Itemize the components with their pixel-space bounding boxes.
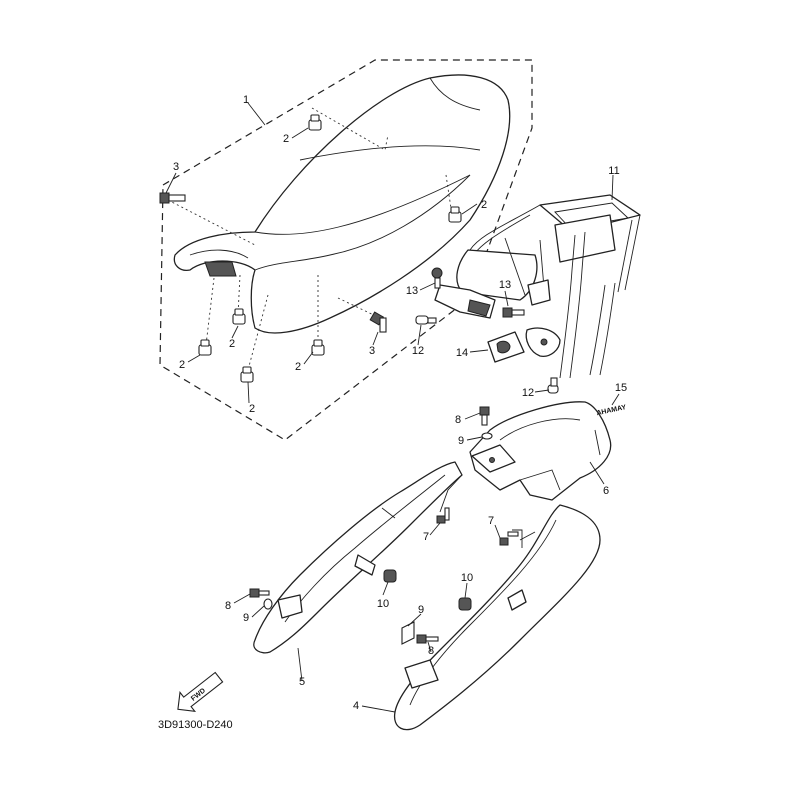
callout-8: 8 — [225, 600, 231, 612]
callout-3: 3 — [369, 345, 375, 357]
screw-13b[interactable] — [502, 307, 525, 318]
callout-9: 9 — [243, 612, 249, 624]
forward-arrow-icon: FWD — [177, 671, 224, 713]
callout-9: 9 — [418, 604, 424, 616]
callout-2: 2 — [481, 199, 487, 211]
bolt-8b[interactable] — [249, 588, 270, 598]
callout-2: 2 — [283, 133, 289, 145]
decal-15[interactable]: AHAMAY — [596, 404, 627, 417]
callout-2: 2 — [295, 361, 301, 373]
damper-2d[interactable] — [198, 339, 212, 356]
screw-7b[interactable] — [499, 531, 519, 546]
damper-2b[interactable] — [448, 206, 462, 223]
diagram-code: 3D91300-D240 — [158, 719, 233, 731]
callout-10: 10 — [377, 598, 389, 610]
washer-9c[interactable] — [401, 621, 415, 645]
damper-10b[interactable] — [458, 597, 472, 611]
guide-line — [512, 529, 523, 548]
callout-15: 15 — [615, 382, 627, 394]
callout-8: 8 — [455, 414, 461, 426]
side-cover-left[interactable] — [253, 461, 463, 654]
callout-13: 13 — [406, 285, 418, 297]
callout-3: 3 — [173, 161, 179, 173]
callout-5: 5 — [299, 676, 305, 688]
callout-2: 2 — [179, 359, 185, 371]
callout-12: 12 — [412, 345, 424, 357]
callout-13: 13 — [499, 279, 511, 291]
washer-9b[interactable] — [263, 598, 273, 610]
bolt-3a[interactable] — [159, 192, 186, 204]
damper-2a[interactable] — [308, 114, 322, 131]
callout-2: 2 — [229, 338, 235, 350]
damper-2c[interactable] — [232, 308, 246, 325]
guide-line — [237, 274, 241, 316]
bolt-8c[interactable] — [416, 634, 439, 644]
damper-2f[interactable] — [240, 366, 254, 383]
callout-7: 7 — [488, 515, 494, 527]
callout-7: 7 — [423, 531, 429, 543]
seat[interactable] — [173, 74, 511, 334]
callout-11: 11 — [608, 165, 619, 177]
callout-9: 9 — [458, 435, 464, 447]
callout-14: 14 — [456, 347, 468, 359]
guide-line — [445, 174, 453, 216]
damper-10a[interactable] — [383, 569, 397, 583]
cap-12a[interactable] — [415, 315, 437, 325]
callout-8: 8 — [428, 645, 434, 657]
leader-lines — [165, 102, 620, 713]
washer-9a[interactable] — [481, 432, 493, 440]
decal-15-text: AHAMAY — [596, 404, 627, 417]
callout-12: 12 — [522, 387, 534, 399]
tail-cover[interactable] — [469, 401, 612, 501]
bolt-8a[interactable] — [479, 406, 490, 426]
callout-1: 1 — [243, 94, 249, 106]
damper-2e[interactable] — [311, 339, 325, 356]
plate-14[interactable] — [487, 331, 525, 363]
side-cover-right[interactable] — [393, 504, 601, 731]
guide-line — [167, 199, 256, 246]
callout-labels: 1 2 2 2 2 2 2 3 3 11 13 13 12 14 12 15 8… — [173, 94, 627, 712]
callout-2: 2 — [249, 403, 255, 415]
rear-carrier[interactable] — [434, 194, 641, 379]
callout-6: 6 — [603, 485, 609, 497]
guide-line — [205, 277, 215, 346]
cap-12b[interactable] — [547, 377, 559, 394]
screw-7a[interactable] — [436, 507, 450, 524]
callout-10: 10 — [461, 572, 473, 584]
callout-4: 4 — [353, 700, 359, 712]
bolt-3b[interactable] — [369, 311, 387, 333]
screw-13a[interactable] — [431, 267, 443, 289]
